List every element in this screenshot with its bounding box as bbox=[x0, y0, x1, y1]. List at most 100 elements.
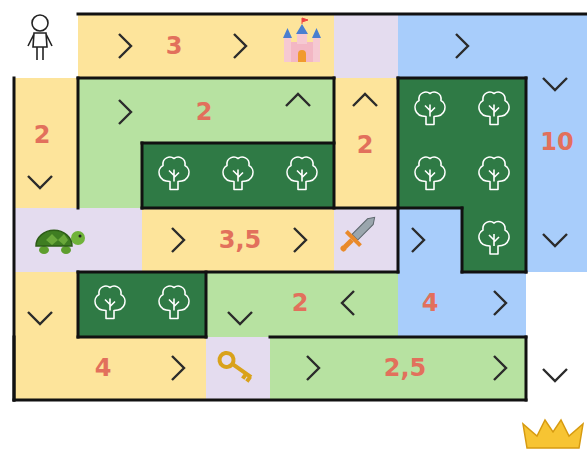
tree-icon bbox=[479, 222, 509, 254]
map-cell bbox=[78, 14, 143, 79]
wall-line bbox=[462, 271, 526, 274]
wall-line bbox=[14, 399, 526, 402]
step-cost: 2 bbox=[357, 133, 374, 157]
step-cost: 10 bbox=[540, 130, 573, 154]
map-cell bbox=[142, 143, 207, 209]
direction-chevron bbox=[543, 78, 567, 90]
wall-line bbox=[78, 77, 334, 80]
direction-chevron bbox=[494, 291, 506, 315]
map-cell bbox=[398, 143, 463, 209]
map-cell bbox=[206, 14, 271, 79]
map-cell bbox=[270, 272, 335, 338]
map-cell bbox=[526, 14, 587, 79]
map-cell bbox=[334, 208, 399, 273]
step-cost: 3 bbox=[166, 34, 183, 58]
trees bbox=[95, 92, 509, 318]
direction-chevron bbox=[28, 312, 52, 324]
map-cell bbox=[462, 272, 527, 338]
map-cell bbox=[398, 272, 463, 338]
wall-line bbox=[461, 208, 464, 272]
map-cell bbox=[142, 272, 207, 338]
map-cell bbox=[334, 14, 399, 79]
map-cell bbox=[462, 337, 527, 401]
map-cell bbox=[398, 208, 463, 273]
map-cell bbox=[14, 337, 79, 401]
wall-line bbox=[398, 77, 526, 80]
direction-chevron bbox=[353, 94, 377, 106]
tree-icon bbox=[159, 286, 189, 318]
crown-icon bbox=[523, 420, 583, 448]
map-cell bbox=[142, 208, 207, 273]
direction-chevron bbox=[172, 356, 184, 380]
tree-icon bbox=[479, 157, 509, 189]
tree-icon bbox=[479, 92, 509, 124]
tree-icon bbox=[415, 157, 445, 189]
map-cell bbox=[270, 337, 335, 401]
wall-line bbox=[78, 13, 587, 16]
map-cell bbox=[462, 14, 527, 79]
castle-icon bbox=[283, 18, 321, 62]
wall-line bbox=[397, 78, 400, 272]
map-cell bbox=[270, 208, 335, 273]
wall-line bbox=[77, 78, 80, 208]
direction-chevron bbox=[286, 94, 310, 106]
direction-chevron bbox=[412, 228, 424, 252]
map-cell bbox=[270, 143, 335, 209]
direction-chevron bbox=[342, 291, 354, 315]
tree-icon bbox=[287, 157, 317, 189]
map-cell bbox=[526, 208, 587, 273]
wall-line bbox=[525, 337, 528, 400]
wall-line bbox=[142, 142, 334, 145]
map-cell bbox=[270, 14, 335, 79]
map-cell bbox=[14, 208, 79, 273]
map-cell bbox=[78, 337, 143, 401]
map-cell bbox=[14, 14, 79, 79]
map-cell bbox=[14, 272, 79, 338]
map-cell bbox=[78, 143, 143, 209]
map-cell bbox=[78, 272, 143, 338]
wall-line bbox=[78, 271, 398, 274]
walls bbox=[14, 14, 587, 400]
direction-chevron bbox=[294, 228, 306, 252]
turtle-icon bbox=[36, 230, 85, 254]
wall-line bbox=[398, 207, 462, 210]
wall-line bbox=[13, 78, 16, 400]
map-cell bbox=[462, 208, 527, 273]
direction-chevron bbox=[228, 312, 252, 324]
direction-chevron bbox=[119, 100, 131, 124]
direction-chevron bbox=[28, 176, 52, 188]
direction-chevron bbox=[234, 34, 246, 58]
direction-chevron bbox=[307, 356, 319, 380]
step-cost: 4 bbox=[95, 356, 112, 380]
map-cell bbox=[206, 143, 271, 209]
key-icon bbox=[217, 350, 255, 383]
step-cost: 2,5 bbox=[384, 356, 427, 380]
sword-icon bbox=[334, 210, 381, 257]
wall-line bbox=[78, 336, 206, 339]
player-figure bbox=[28, 15, 52, 60]
map-cell bbox=[206, 337, 271, 401]
wall-line bbox=[270, 336, 526, 339]
direction-chevron bbox=[172, 228, 184, 252]
direction-chevron bbox=[543, 369, 567, 381]
tree-icon bbox=[223, 157, 253, 189]
map-cell bbox=[462, 143, 527, 209]
arrows bbox=[28, 34, 567, 381]
map-cell bbox=[270, 78, 335, 144]
wall-line bbox=[142, 207, 398, 210]
wall-line bbox=[13, 337, 16, 400]
map-cell bbox=[142, 337, 207, 401]
map-cell bbox=[14, 143, 79, 209]
step-cost: 3,5 bbox=[219, 228, 262, 252]
map-cell bbox=[142, 14, 207, 79]
cells bbox=[14, 14, 587, 401]
map-cell bbox=[78, 78, 143, 144]
wall-line bbox=[525, 78, 528, 272]
direction-chevron bbox=[494, 356, 506, 380]
map-cell bbox=[526, 337, 587, 401]
map-cell bbox=[206, 208, 271, 273]
map-cell bbox=[526, 272, 587, 338]
map-cell bbox=[398, 78, 463, 144]
map-cell bbox=[206, 78, 271, 144]
